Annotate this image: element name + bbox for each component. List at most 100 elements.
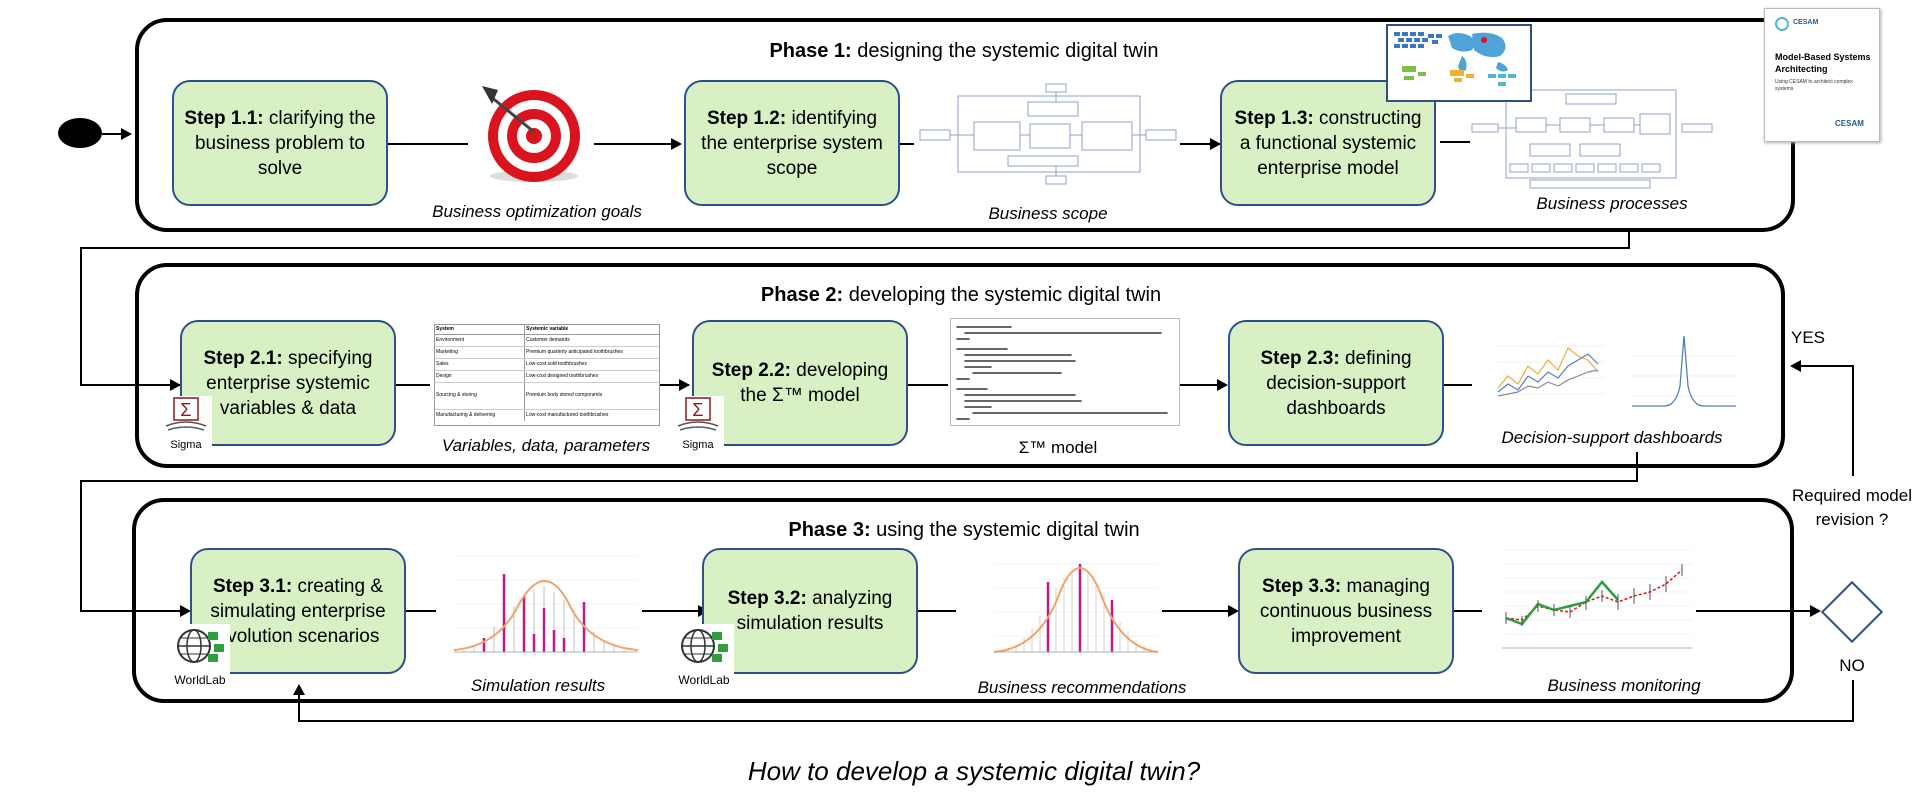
arrow-head	[1790, 360, 1801, 372]
cesam-logo-icon	[1775, 17, 1789, 31]
arrow-head	[1210, 138, 1221, 150]
svg-text:Σ: Σ	[180, 400, 191, 420]
table-header: Systemic variable	[524, 325, 659, 335]
caption-business-processes: Business processes	[1536, 194, 1688, 213]
phase-1-title: Phase 1: designing the systemic digital …	[769, 40, 1159, 62]
simulation-chart	[438, 546, 642, 664]
step-3-2: Step 3.2: analyzing simulation results	[702, 548, 918, 674]
connector	[1440, 141, 1470, 143]
connector	[80, 480, 82, 611]
arrow-head	[679, 379, 690, 391]
connector	[298, 694, 300, 722]
phase-3-title: Phase 3: using the systemic digital twin	[788, 519, 1140, 541]
connector	[1162, 610, 1230, 612]
step-2-3: Step 2.3: defining decision-support dash…	[1228, 320, 1444, 446]
sigma-logo-label: Sigma	[682, 439, 714, 451]
worldlab-logo: WorldLab	[170, 624, 230, 687]
worldlab-logo-label: WorldLab	[678, 673, 730, 687]
caption-recommendations: Business recommendations	[977, 678, 1187, 697]
table-cell: Sourcing & storing	[435, 382, 526, 410]
caption-variables: Variables, data, parameters	[441, 436, 651, 455]
table-cell: Sales	[435, 358, 526, 371]
connector	[1852, 366, 1854, 476]
connector	[1636, 452, 1638, 481]
arrow-head	[170, 379, 181, 391]
start-node	[58, 118, 102, 148]
table-cell: Low-cost sold toothbrushes	[524, 358, 659, 371]
step-1-2: Step 1.2: identifying the enterprise sys…	[684, 80, 900, 206]
connector	[396, 384, 430, 386]
book-subtitle: Using CESAM to architect complex systems	[1775, 79, 1853, 92]
connector	[406, 610, 436, 612]
arrow-head	[293, 684, 305, 695]
connector	[640, 610, 704, 612]
connector	[1454, 610, 1482, 612]
arrow-head	[1228, 605, 1239, 617]
arrow-head	[1217, 379, 1228, 391]
sigma-logo: Σ Sigma	[672, 396, 724, 451]
table-cell: Premium body stored components	[524, 382, 659, 410]
connector	[388, 143, 468, 145]
connector	[1628, 228, 1630, 248]
caption-business-scope: Business scope	[988, 204, 1108, 223]
caption-sigma-model: Σ™ model	[1018, 438, 1098, 457]
table-cell: Low-cost designed toothbrushes	[524, 370, 659, 383]
connector	[916, 610, 956, 612]
arrow-head	[121, 128, 132, 140]
business-processes-diagram	[1470, 84, 1716, 192]
connector	[1852, 680, 1854, 721]
dashboard-line-chart	[1484, 326, 1610, 418]
table-cell: Customer demands	[524, 334, 659, 347]
decision-question: Required model revision ?	[1791, 486, 1912, 529]
table-cell: Environment	[435, 334, 526, 347]
connector	[1176, 143, 1228, 145]
worldlab-logo-label: WorldLab	[174, 673, 226, 687]
connector	[908, 384, 948, 386]
caption-dashboards: Decision-support dashboards	[1501, 428, 1723, 447]
book-title: Model-Based Systems Architecting	[1775, 52, 1871, 74]
business-scope-diagram	[918, 80, 1180, 190]
book-brand-footer: CESAM	[1835, 119, 1864, 128]
table-header-row: System Systemic variable	[435, 325, 659, 335]
step-3-3: Step 3.3: managing continuous business i…	[1238, 548, 1454, 674]
svg-text:Σ: Σ	[692, 400, 703, 420]
recommendations-chart	[980, 552, 1162, 666]
table-cell: Marketing	[435, 346, 526, 359]
decision-no: NO	[1839, 656, 1865, 675]
sigma-logo: Σ Sigma	[160, 396, 212, 451]
step-2-1: Step 2.1: specifying enterprise systemic…	[180, 320, 396, 446]
table-cell: Manufacturing & delivering	[435, 409, 526, 421]
connector	[1444, 384, 1472, 386]
connector	[900, 143, 914, 145]
connector	[80, 384, 180, 386]
dashboard-spike-chart	[1624, 326, 1740, 418]
sigma-logo-label: Sigma	[170, 439, 202, 451]
connector	[1696, 610, 1814, 612]
arrow-head	[180, 605, 191, 617]
connector	[655, 384, 689, 386]
arrow-head	[1810, 605, 1821, 617]
connector	[80, 247, 82, 385]
table-header: System	[435, 325, 526, 335]
cesam-book-cover: CESAM Model-Based Systems Architecting U…	[1764, 8, 1880, 142]
table-cell: Premium quarterly anticipated toothbrush…	[524, 346, 659, 359]
world-map-inset	[1386, 24, 1532, 102]
caption-simulation-results: Simulation results	[470, 676, 606, 695]
monitoring-chart	[1482, 540, 1696, 662]
connector	[594, 143, 672, 145]
phase-2-title: Phase 2: developing the systemic digital…	[760, 284, 1162, 306]
caption-business-goals: Business optimization goals	[432, 202, 642, 221]
caption-monitoring: Business monitoring	[1547, 676, 1701, 695]
connector	[102, 133, 122, 135]
book-brand: CESAM	[1793, 19, 1819, 26]
sigma-model-code	[950, 318, 1180, 426]
table-cell: Low-cost manufactured toothbrushes	[526, 411, 609, 418]
step-2-2: Step 2.2: developing the Σ™ model	[692, 320, 908, 446]
